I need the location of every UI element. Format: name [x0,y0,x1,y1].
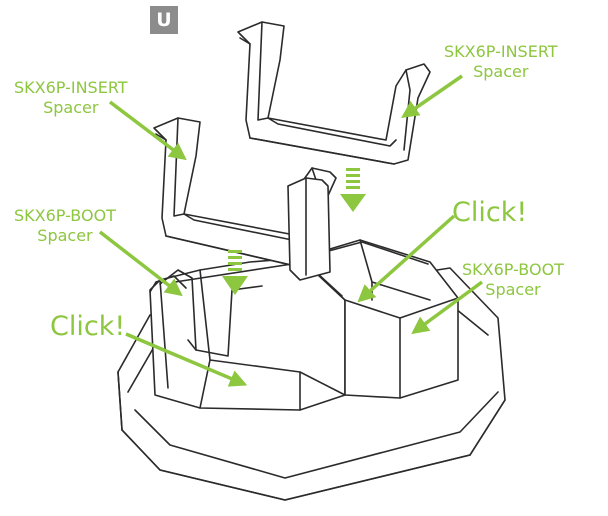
leader-boot-right [411,280,484,335]
label-boot-left-line1: SKX6P-BOOT [14,206,116,225]
step-badge: U [150,6,178,34]
leader-click-left [125,332,248,387]
leader-insert-left [108,100,187,161]
label-click-right: Click! [452,197,528,228]
label-boot-left: SKX6P-BOOT Spacer [14,206,116,246]
label-insert-left-line1: SKX6P-INSERT [14,78,128,97]
cradle-cups [149,239,459,411]
label-insert-right-line2: Spacer [473,62,529,81]
cradle-back-post [287,177,331,281]
label-boot-right: SKX6P-BOOT Spacer [462,260,564,300]
down-arrow-left [222,250,248,295]
label-insert-left-line2: Spacer [43,98,99,117]
down-arrow-right [340,168,366,212]
label-boot-right-line1: SKX6P-BOOT [462,260,564,279]
label-boot-left-line2: Spacer [37,226,93,245]
leader-insert-right [401,74,463,118]
label-insert-left: SKX6P-INSERT Spacer [14,78,128,118]
label-insert-right: SKX6P-INSERT Spacer [444,42,558,82]
insert-spacer-top [237,21,431,165]
label-boot-right-line2: Spacer [485,280,541,299]
label-insert-right-line1: SKX6P-INSERT [444,42,558,61]
label-click-left: Click! [50,311,126,342]
leader-click-right [357,214,456,303]
leader-boot-left [98,230,183,297]
